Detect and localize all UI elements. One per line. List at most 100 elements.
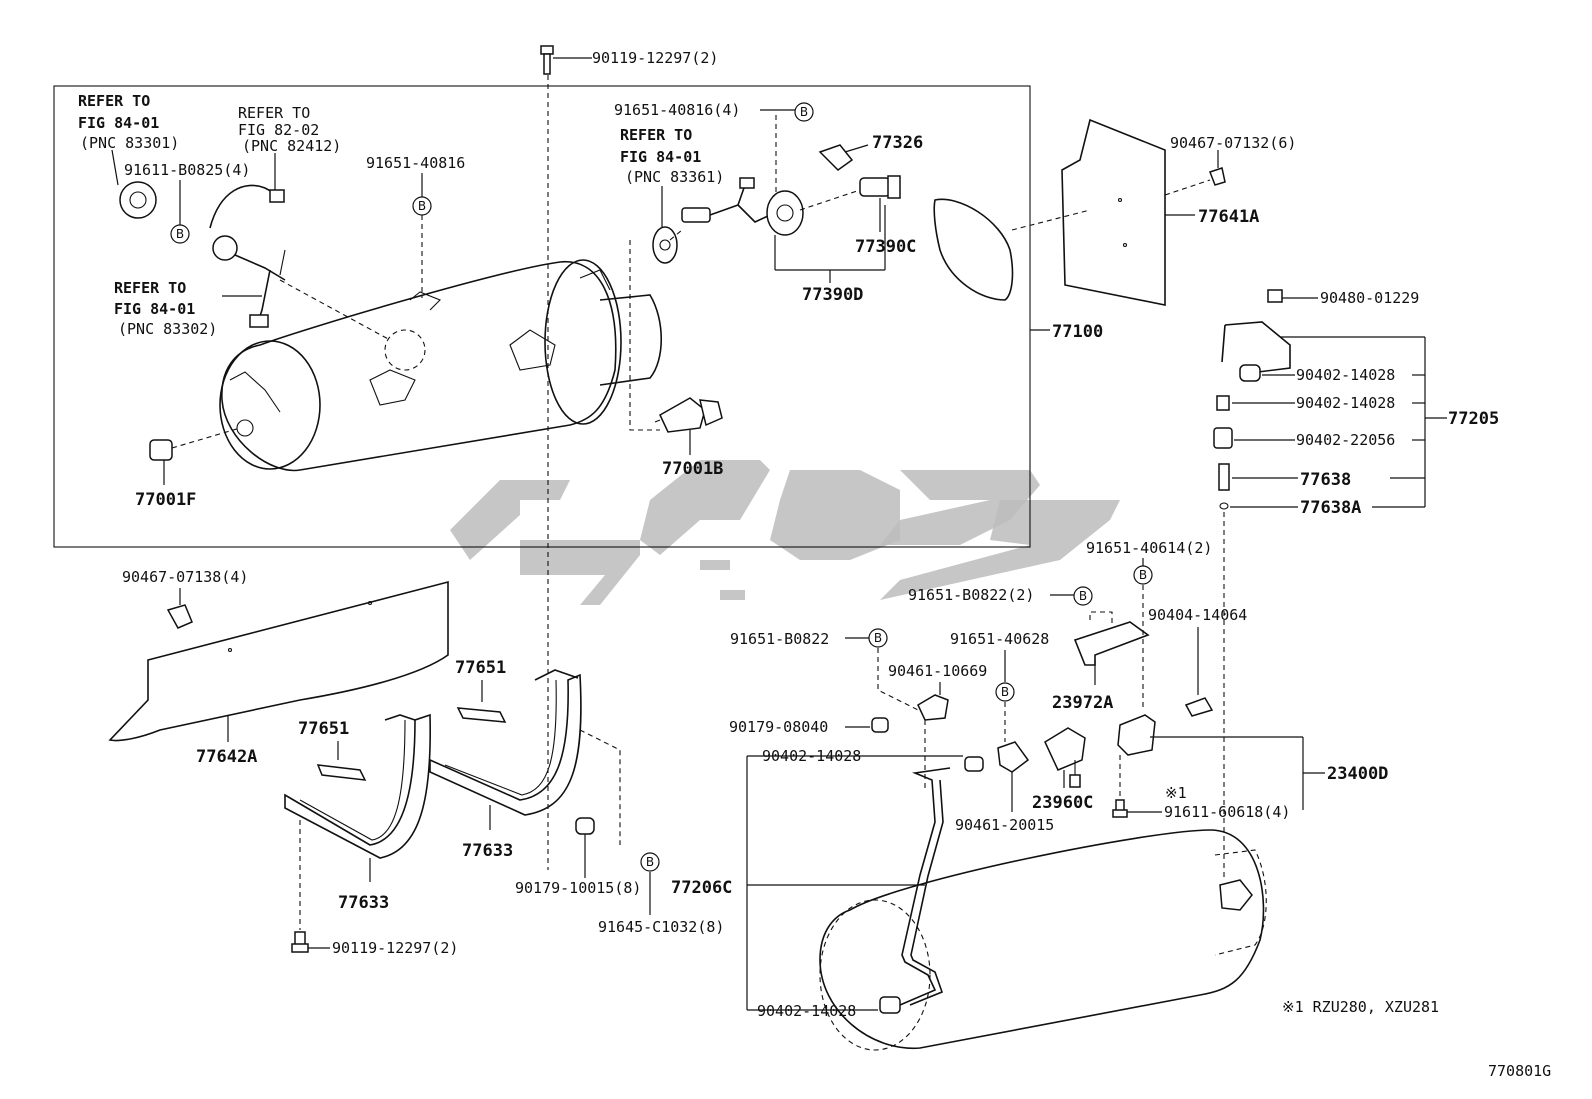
clamp-90461-20015 [997, 741, 1030, 773]
pipe-group-77205 [1213, 289, 1447, 880]
ref3-line2: FIG 84-01 [114, 300, 195, 318]
circle-b-3 [794, 102, 814, 122]
watermark-logo [450, 460, 1120, 605]
circle-b-6 [995, 682, 1015, 702]
label-90119-bottom: 90119-12297(2) [332, 939, 458, 957]
label-23400d: 23400D [1327, 764, 1388, 784]
label-77638a: 77638A [1300, 498, 1361, 518]
label-91651-b0822: 91651-B0822 [730, 630, 829, 648]
ref4-line1: REFER TO [620, 126, 692, 144]
ref1-line3: (PNC 83301) [80, 134, 179, 152]
label-91645: 91645-C1032(8) [598, 918, 724, 936]
gauge-part-83301 [119, 181, 157, 219]
label-90402-c: 90402-14028 [762, 747, 861, 765]
footnote: ※1 RZU280, XZU281 [1282, 998, 1439, 1016]
ref2-line3: (PNC 82412) [242, 137, 341, 155]
label-91651-40614: 91651-40614(2) [1086, 539, 1212, 557]
label-90402-d: 90402-14028 [757, 1002, 856, 1020]
circle-b-5-letter: B [874, 631, 882, 645]
label-77206c: 77206C [671, 878, 732, 898]
strap-77633-b [429, 669, 582, 830]
dash-b7 [1089, 611, 1113, 624]
footnote-mark: ※1 [1165, 784, 1187, 802]
label-77641a: 77641A [1198, 207, 1259, 227]
bracket-23972a [1073, 621, 1150, 685]
bolt-90119-bottom [291, 931, 330, 953]
shield-77642a [108, 580, 449, 742]
governor-77390c [859, 175, 901, 232]
label-90461-20015: 90461-20015 [955, 816, 1054, 834]
main-frame [53, 85, 1031, 548]
ref2-line1: REFER TO [238, 104, 310, 122]
label-91611-b0825: 91611-B0825(4) [124, 161, 250, 179]
fitting-90404 [1184, 697, 1214, 717]
sensor-harness-82412 [209, 153, 285, 229]
label-90467-07132: 90467-07132(6) [1170, 134, 1296, 152]
label-90179-08040: 90179-08040 [729, 718, 828, 736]
label-77390c: 77390C [855, 237, 916, 257]
dash-nut [579, 729, 621, 845]
valve-23400d [1117, 714, 1325, 810]
pipe-77206c [746, 755, 984, 1014]
label-91611-60618: 91611-60618(4) [1164, 803, 1290, 821]
clamp-90461-10669 [917, 694, 949, 721]
label-77633-b: 77633 [462, 841, 513, 861]
clip-90467-07132 [1209, 150, 1226, 186]
nut-90179-10015 [575, 817, 595, 878]
ref2-line2: FIG 82-02 [238, 121, 319, 139]
label-77651-a: 77651 [298, 719, 349, 739]
label-90402-b: 90402-14028 [1296, 394, 1395, 412]
bolt-90119-top [540, 45, 592, 75]
circle-b-8-letter: B [1139, 568, 1147, 582]
ref4-line2: FIG 84-01 [620, 148, 701, 166]
circle-b-7-letter: B [1079, 589, 1087, 603]
switch-23960c [1044, 727, 1086, 788]
label-90119-top: 90119-12297(2) [592, 49, 718, 67]
shield-curve-77100 [933, 198, 1091, 301]
label-90402-a: 90402-14028 [1296, 366, 1395, 384]
label-91651-40816: 91651-40816 [366, 154, 465, 172]
circle-b-2-letter: B [418, 199, 426, 213]
filter-77326 [818, 144, 869, 171]
label-90402-22056: 90402-22056 [1296, 431, 1395, 449]
label-23960c: 23960C [1032, 793, 1093, 813]
drain-valve-77001b [629, 240, 723, 455]
circle-b-7 [1073, 586, 1093, 606]
plate-77641a [1061, 118, 1211, 306]
governor-77390d [669, 177, 861, 241]
pad-77651-a [316, 764, 367, 781]
dash-b5 [877, 648, 919, 711]
bolt-91611-60618 [1112, 799, 1162, 818]
circle-b-3-letter: B [800, 105, 808, 119]
ref1-line1: REFER TO [78, 92, 150, 110]
label-77390d: 77390D [802, 285, 863, 305]
label-77100: 77100 [1052, 322, 1103, 342]
lower-air-tank [819, 829, 1267, 1051]
circle-b-4-letter: B [646, 855, 654, 869]
nut-90179-08040 [871, 717, 889, 733]
label-91651-40816-4: 91651-40816(4) [614, 101, 740, 119]
ref3-line1: REFER TO [114, 279, 186, 297]
switch-assembly [212, 235, 391, 341]
clip-90467-07138 [166, 588, 193, 629]
label-77001b: 77001B [662, 459, 723, 479]
label-77651-b: 77651 [455, 658, 506, 678]
main-air-tank [219, 259, 663, 472]
ref3-line3: (PNC 83302) [118, 320, 217, 338]
circle-b-8 [1133, 565, 1153, 585]
strap-77633-a [284, 713, 432, 882]
label-90480: 90480-01229 [1320, 289, 1419, 307]
label-91651-40628: 91651-40628 [950, 630, 1049, 648]
label-90404: 90404-14064 [1148, 606, 1247, 624]
circle-b-6-letter: B [1001, 685, 1009, 699]
circle-b-1-letter: B [176, 227, 184, 241]
label-77633-a: 77633 [338, 893, 389, 913]
label-77326: 77326 [872, 133, 923, 153]
label-23972a: 23972A [1052, 693, 1113, 713]
label-90461-10669: 90461-10669 [888, 662, 987, 680]
label-77642a: 77642A [196, 747, 257, 767]
circle-b-1 [170, 224, 190, 244]
label-77638: 77638 [1300, 470, 1351, 490]
label-91651-b0822-2: 91651-B0822(2) [908, 586, 1034, 604]
